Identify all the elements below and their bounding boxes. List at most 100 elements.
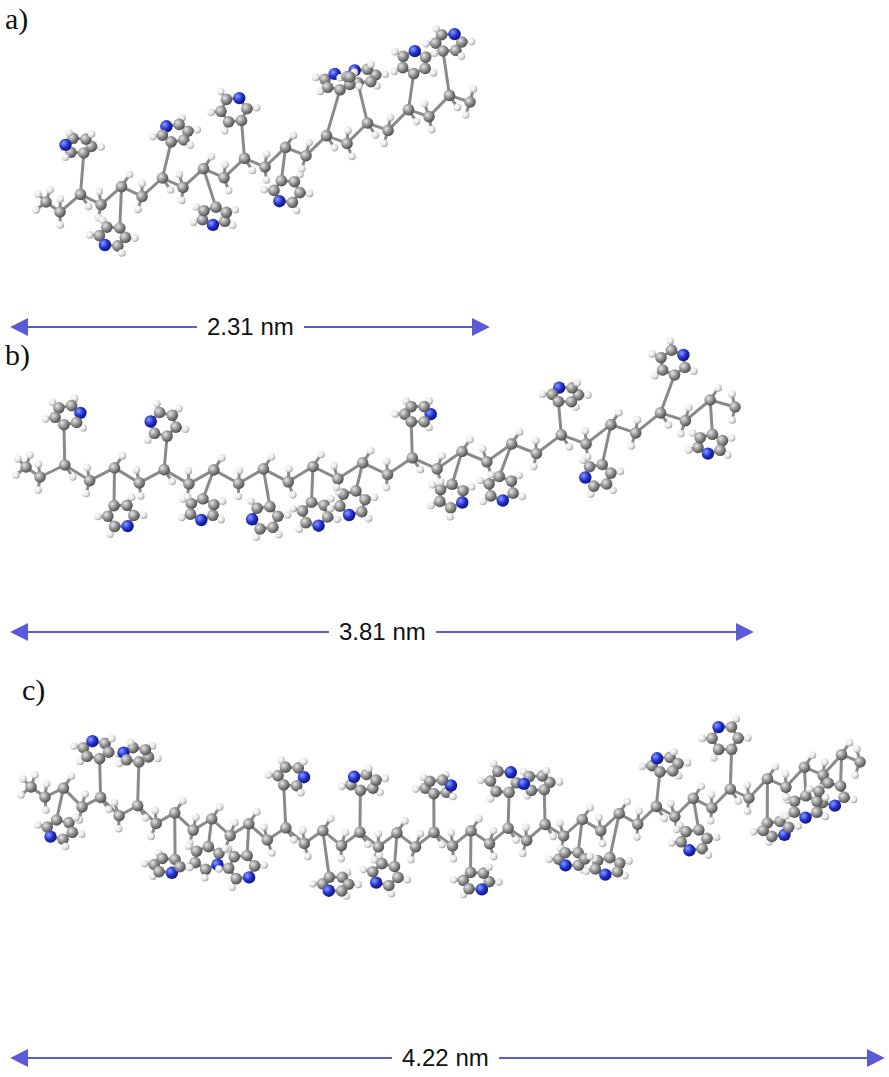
bond: [766, 779, 769, 823]
carbon-atom: [654, 766, 666, 778]
carbon-atom: [362, 117, 374, 129]
hydrogen-atom: [26, 451, 34, 459]
carbon-atom: [780, 781, 792, 793]
carbon-atom: [75, 189, 87, 201]
carbon-atom: [373, 841, 385, 853]
carbon-atom: [423, 111, 435, 123]
hydrogen-atom: [46, 186, 54, 194]
carbon-atom: [392, 872, 404, 884]
hydrogen-atom: [236, 467, 244, 475]
bond: [469, 831, 473, 873]
carbon-atom: [714, 445, 726, 457]
bond: [602, 425, 611, 465]
hydrogen-atom: [131, 234, 139, 242]
carbon-atom: [584, 461, 596, 473]
hydrogen-atom: [299, 827, 307, 835]
carbon-atom: [132, 800, 144, 812]
carbon-atom: [25, 781, 37, 793]
hydrogen-atom: [317, 451, 325, 459]
carbon-atom: [307, 461, 319, 473]
hydrogen-atom: [190, 218, 198, 226]
carbon-atom: [701, 833, 713, 845]
carbon-atom: [726, 721, 738, 733]
carbon-atom: [167, 410, 179, 422]
carbon-atom: [280, 822, 292, 834]
nitrogen-atom: [651, 752, 663, 764]
carbon-atom: [223, 862, 235, 874]
carbon-atom: [58, 419, 70, 431]
hydrogen-atom: [186, 864, 194, 872]
carbon-atom: [95, 792, 107, 804]
hydrogen-atom: [404, 876, 412, 884]
hydrogen-atom: [312, 74, 320, 82]
carbon-atom: [208, 464, 220, 476]
hydrogen-atom: [733, 715, 741, 723]
hydrogen-atom: [232, 206, 240, 214]
bond: [610, 814, 619, 858]
hydrogen-atom: [705, 851, 713, 859]
hydrogen-atom: [466, 436, 474, 444]
carbon-atom: [539, 819, 551, 831]
hydrogen-atom: [221, 161, 229, 169]
hydrogen-atom: [401, 817, 409, 825]
carbon-atom: [732, 732, 744, 744]
nitrogen-atom: [207, 219, 219, 231]
carbon-atom: [262, 834, 274, 846]
carbon-atom: [651, 801, 663, 813]
hydrogen-atom: [249, 167, 257, 175]
hydrogen-atom: [187, 141, 195, 149]
carbon-atom: [506, 438, 518, 450]
carbon-atom: [299, 838, 311, 850]
carbon-atom: [156, 853, 168, 865]
hydrogen-atom: [95, 188, 103, 196]
bond: [173, 813, 176, 860]
hydrogen-atom: [539, 390, 547, 398]
bond: [138, 762, 139, 806]
carbon-atom: [206, 813, 218, 825]
hydrogen-atom: [556, 819, 564, 827]
hydrogen-atom: [228, 883, 236, 891]
carbon-atom: [680, 415, 692, 427]
panel-label: b): [5, 338, 30, 371]
carbon-atom: [39, 791, 51, 803]
carbon-atom: [300, 517, 312, 529]
carbon-atom: [811, 807, 823, 819]
carbon-atom: [278, 779, 290, 791]
hydrogen-atom: [216, 803, 224, 811]
carbon-atom: [200, 864, 212, 876]
hydrogen-atom: [429, 481, 437, 489]
carbon-atom: [58, 782, 70, 794]
hydrogen-atom: [462, 111, 470, 119]
hydrogen-atom: [420, 773, 428, 781]
atom-group: [17, 715, 866, 900]
carbon-atom: [215, 106, 227, 118]
carbon-atom: [655, 407, 667, 419]
carbon-atom: [444, 90, 456, 102]
hydrogen-atom: [728, 390, 736, 398]
carbon-atom: [76, 801, 88, 813]
hydrogen-atom: [432, 25, 440, 33]
carbon-atom: [418, 416, 430, 428]
carbon-atom: [757, 825, 769, 837]
carbon-atom: [223, 116, 235, 128]
hydrogen-atom: [806, 785, 814, 793]
hydrogen-atom: [430, 69, 438, 77]
hydrogen-atom: [634, 416, 642, 424]
carbon-atom: [121, 754, 133, 766]
hydrogen-atom: [595, 814, 603, 822]
hydrogen-atom: [794, 822, 802, 830]
carbon-atom: [538, 784, 550, 796]
hydrogen-atom: [668, 839, 676, 847]
panel-label: c): [22, 673, 45, 706]
hydrogen-atom: [327, 815, 335, 823]
hydrogen-atom: [744, 781, 752, 789]
hydrogen-atom: [133, 466, 141, 474]
carbon-atom: [173, 119, 185, 131]
carbon-atom: [198, 205, 210, 217]
hydrogen-atom: [519, 850, 527, 858]
carbon-atom: [465, 867, 477, 879]
carbon-atom: [601, 478, 613, 490]
carbon-atom: [556, 429, 568, 441]
nitrogen-atom: [233, 92, 245, 104]
hydrogen-atom: [331, 144, 339, 152]
